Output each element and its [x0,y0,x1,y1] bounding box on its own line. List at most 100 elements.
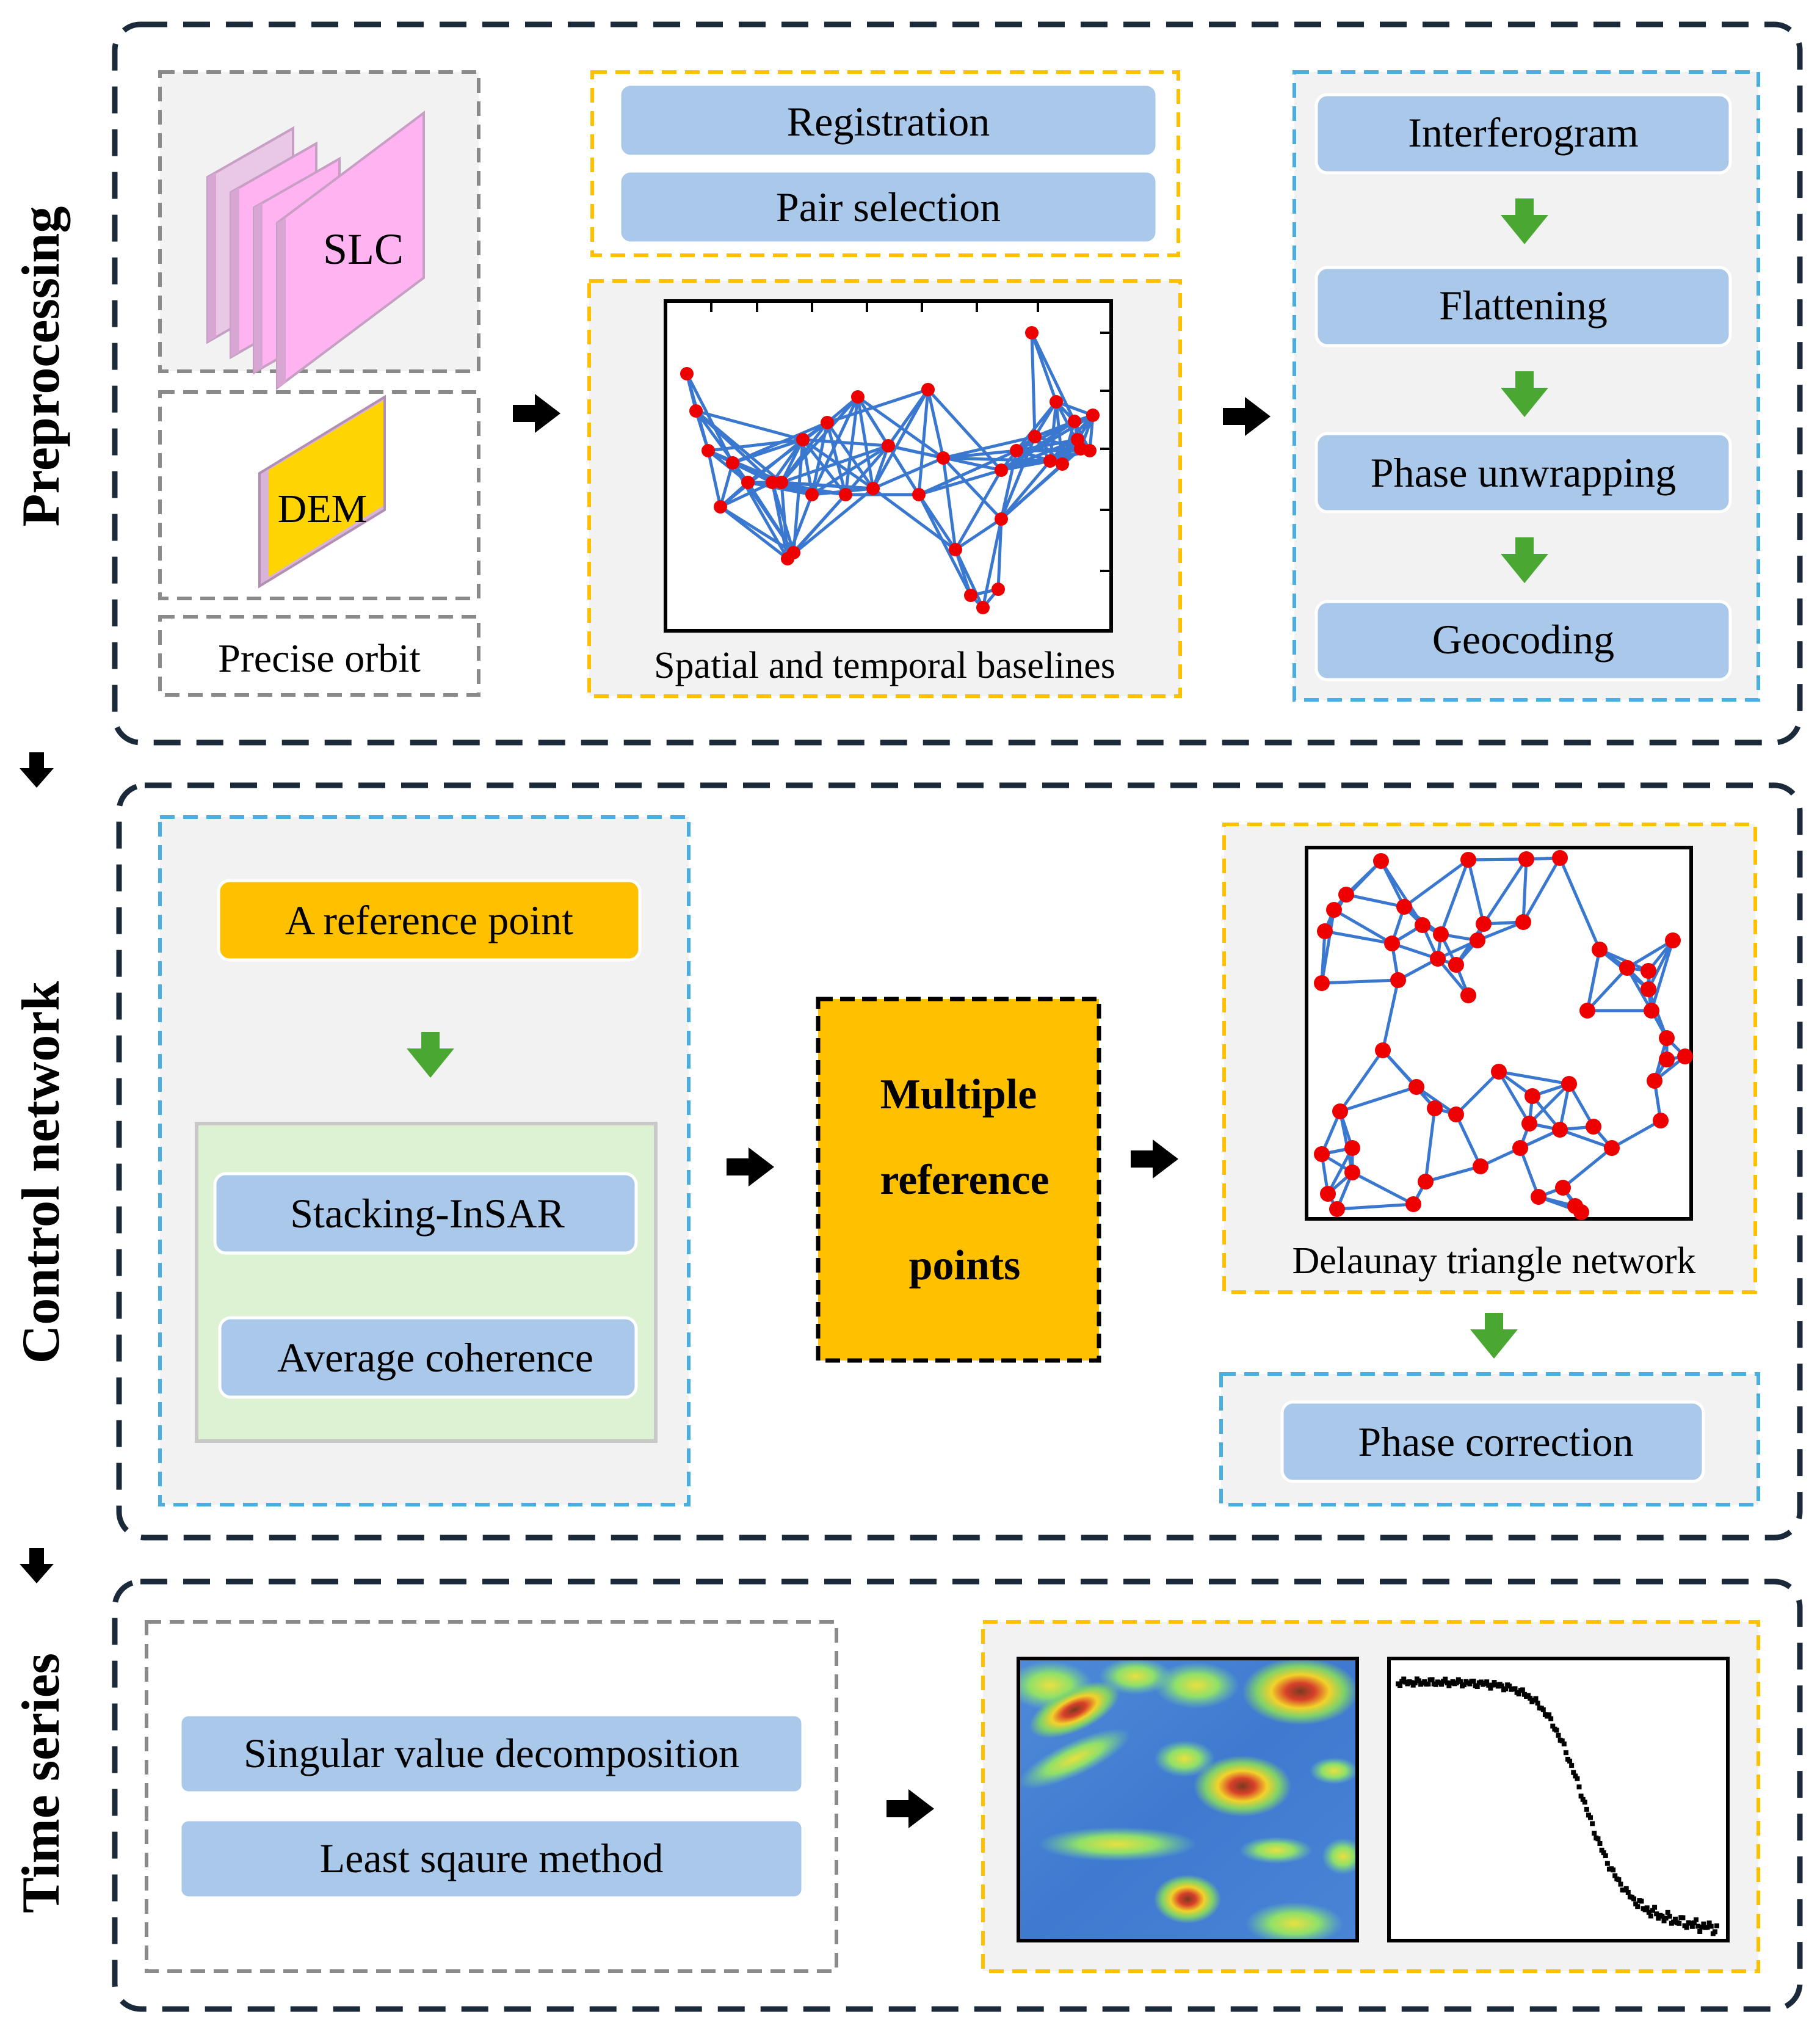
time-series-point [1554,1728,1559,1733]
time-series-point [1548,1716,1554,1721]
time-series-point [1665,1909,1670,1915]
baseline-node [964,589,977,602]
delaunay-node [1470,932,1485,948]
precise-orbit-box [158,615,480,697]
time-series-point [1467,1681,1473,1687]
delaunay-node [1405,1196,1421,1212]
section-label-control-network: Control network [12,981,71,1364]
time-series-point [1699,1924,1705,1930]
time-series-point [1659,1913,1665,1919]
delaunay-node [1427,1100,1443,1116]
delaunay-node [1409,1079,1424,1095]
time-series-point [1646,1909,1651,1915]
baseline-node [1010,444,1023,457]
baseline-node [689,404,703,418]
flattening-label: Flattening [1439,282,1608,329]
delaunay-node [1430,951,1446,967]
baseline-caption: Spatial and temporal baselines [654,645,1115,686]
time-series-point [1708,1924,1714,1929]
control-network-frame [116,782,1803,1541]
delaunay-node [1338,887,1354,903]
baseline-node [995,463,1008,477]
time-series-point [1512,1686,1518,1691]
time-series-point [1635,1904,1641,1909]
interferogram-label: Interferogram [1408,109,1639,156]
svd-box [178,1713,805,1795]
delaunay-node [1518,851,1534,867]
time-series-point [1462,1682,1467,1688]
time-series-point [1639,1898,1644,1904]
flattening-box [1314,266,1732,347]
delaunay-node [1491,1064,1507,1080]
reference-point-label: A reference point [285,897,573,943]
delaunay-node [1448,1106,1464,1122]
baseline-plot-ticks [710,301,1111,572]
precise-orbit-label: Precise orbit [218,636,421,681]
time-series-point [1573,1773,1578,1779]
delaunay-node [1641,981,1656,997]
time-series-point [1673,1916,1678,1922]
baseline-node [1086,409,1100,422]
time-series-point [1590,1821,1595,1826]
baseline-node [1043,454,1057,468]
delaunay-node [1552,850,1568,866]
time-series-point [1670,1919,1676,1925]
time-series-point [1471,1679,1476,1684]
time-series-point [1580,1797,1586,1802]
time-series-point [1499,1683,1504,1688]
delaunay-node [1373,853,1389,869]
multiple-reference-label: Multiple [880,1071,1037,1118]
delaunay-node [1329,1201,1345,1217]
time-series-point [1688,1920,1693,1926]
time-series-point [1535,1700,1540,1706]
time-series-point [1611,1867,1616,1873]
delaunay-node [1592,942,1608,957]
time-series-point [1528,1696,1533,1701]
baseline-node [992,583,1005,596]
baseline-node [1056,457,1069,471]
green-down-arrow-icon [1470,1313,1518,1359]
baseline-node [912,488,926,501]
time-series-point [1533,1696,1539,1701]
delaunay-node [1531,1189,1546,1205]
delaunay-caption: Delaunay triangle network [1292,1240,1695,1282]
baseline-node [839,488,852,501]
delaunay-node [1647,1073,1662,1089]
time-series-point [1556,1732,1561,1738]
time-series-point [1588,1815,1593,1820]
time-series-point [1603,1853,1608,1859]
time-series-point [1714,1923,1719,1928]
time-series-point [1484,1679,1490,1685]
time-series-point [1429,1677,1435,1682]
geocoding-box [1314,600,1732,681]
preprocessing-frame [112,21,1803,746]
multiple-reference-label: reference [880,1157,1049,1204]
delaunay-node [1418,1174,1434,1190]
delaunay-node [1521,1116,1537,1132]
delaunay-node [1396,899,1412,915]
phase-correction-box [1280,1400,1705,1483]
delaunay-node [1384,936,1400,951]
time-series-point [1616,1877,1622,1883]
section-label-preprocessing: Preprocessing [12,206,71,527]
time-series-point [1412,1680,1418,1685]
time-series-point [1597,1841,1603,1847]
time-series-point [1561,1741,1567,1746]
delaunay-node [1476,916,1492,932]
delaunay-node [1332,1103,1348,1119]
delaunay-node [1604,1140,1620,1156]
time-series-point [1694,1917,1699,1922]
delaunay-node [1460,987,1476,1003]
time-series-point [1578,1793,1584,1799]
time-series-point [1663,1916,1669,1921]
time-series-point [1592,1831,1597,1836]
time-series-point [1516,1691,1521,1697]
time-series-point [1576,1784,1582,1790]
average-coherence-box [218,1316,638,1399]
baseline-node [741,476,755,489]
least-square-label: Least sqaure method [320,1835,664,1881]
time-series-point [1474,1684,1480,1689]
time-series-point [1612,1873,1618,1878]
time-series-point [1654,1911,1659,1917]
delaunay-node [1677,1048,1693,1064]
